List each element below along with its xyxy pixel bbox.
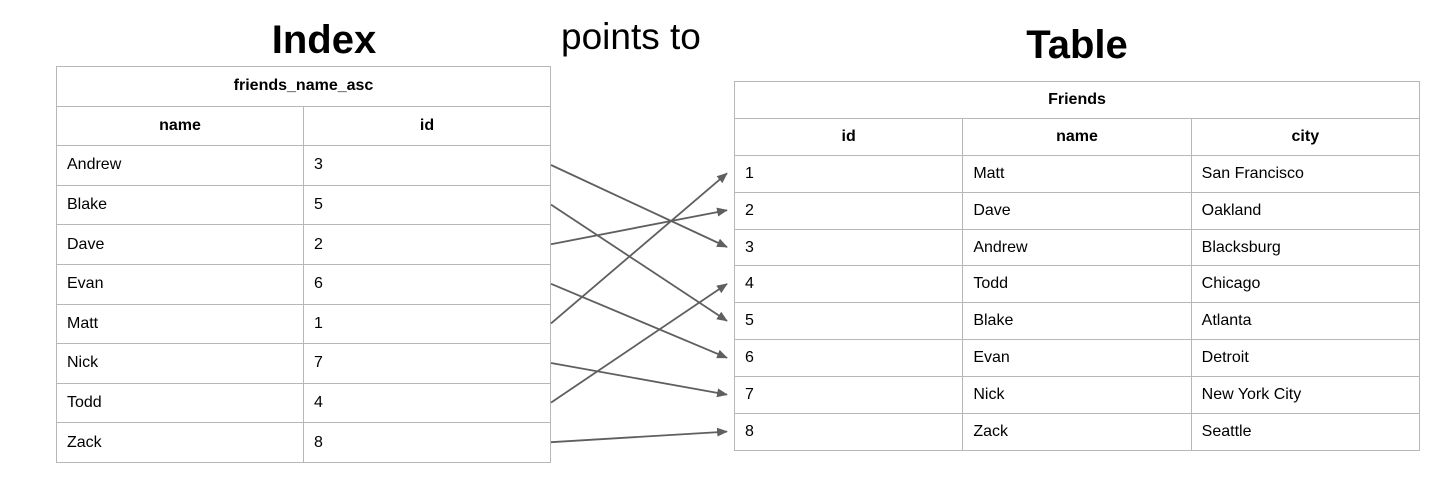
index-cell-id: 4 (303, 382, 551, 424)
index-cell-id: 3 (303, 145, 551, 186)
index-title: Index (271, 18, 377, 62)
friends-cell-city: Seattle (1190, 413, 1421, 451)
index-cell-name: Dave (56, 224, 304, 265)
friends-row: 6 Evan Detroit (733, 339, 1421, 378)
friends-row: 2 Dave Oakland (733, 191, 1421, 230)
friends-row: 8 Zack Seattle (733, 413, 1421, 451)
index-row: Todd 4 (56, 382, 551, 424)
friends-cell-id: 7 (733, 376, 964, 415)
arrow-line (550, 172, 728, 325)
index-cell-id: 8 (303, 422, 551, 463)
friends-cell-name: Matt (962, 154, 1192, 193)
friends-cell-city: New York City (1190, 376, 1421, 415)
index-row: Andrew 3 (56, 145, 551, 186)
friends-table-header-row: id name city (733, 117, 1421, 156)
friends-cell-id: 4 (733, 265, 964, 304)
friends-cell-name: Zack (962, 413, 1192, 451)
index-table-title: friends_name_asc (56, 66, 551, 107)
index-table-title-row: friends_name_asc (56, 66, 551, 107)
friends-row: 5 Blake Atlanta (733, 302, 1421, 341)
friends-table-title: Friends (734, 81, 1420, 119)
index-cell-id: 6 (303, 263, 551, 305)
index-row: Nick 7 (56, 343, 551, 384)
friends-cell-id: 6 (733, 339, 964, 378)
index-cell-name: Andrew (56, 145, 304, 186)
index-cell-name: Nick (56, 343, 304, 384)
index-cell-name: Blake (56, 184, 304, 226)
index-row: Blake 5 (56, 184, 551, 226)
index-col-header-id: id (303, 105, 551, 147)
index-table: friends_name_asc name id Andrew 3 Blake … (56, 66, 551, 463)
friends-cell-city: Oakland (1190, 191, 1421, 230)
friends-cell-name: Evan (962, 339, 1192, 378)
friends-row: 7 Nick New York City (733, 376, 1421, 415)
friends-cell-id: 5 (733, 302, 964, 341)
arrow-line (550, 164, 728, 248)
arrow-line (550, 427, 728, 444)
friends-cell-id: 3 (733, 228, 964, 267)
friends-table-title-row: Friends (734, 81, 1420, 119)
index-table-header-row: name id (56, 105, 551, 147)
index-cell-id: 5 (303, 184, 551, 226)
index-row: Evan 6 (56, 263, 551, 305)
friends-cell-city: Chicago (1190, 265, 1421, 304)
arrow-line (550, 362, 728, 398)
index-cell-name: Matt (56, 303, 304, 345)
friends-cell-id: 2 (733, 191, 964, 230)
arrow-line (550, 207, 728, 246)
friends-col-header-city: city (1190, 117, 1421, 156)
friends-col-header-id: id (733, 117, 964, 156)
arrow-line (550, 203, 728, 322)
friends-cell-name: Dave (962, 191, 1192, 230)
index-col-header-name: name (56, 105, 304, 147)
friends-cell-city: Detroit (1190, 339, 1421, 378)
friends-cell-name: Blake (962, 302, 1192, 341)
arrow-line (550, 283, 728, 404)
friends-cell-city: Blacksburg (1190, 228, 1421, 267)
index-cell-name: Zack (56, 422, 304, 463)
friends-col-header-name: name (962, 117, 1192, 156)
index-cell-id: 1 (303, 303, 551, 345)
friends-cell-id: 8 (733, 413, 964, 451)
friends-cell-city: San Francisco (1190, 154, 1421, 193)
index-row: Dave 2 (56, 224, 551, 265)
index-cell-name: Evan (56, 263, 304, 305)
index-row: Zack 8 (56, 422, 551, 463)
friends-cell-name: Todd (962, 265, 1192, 304)
friends-cell-id: 1 (733, 154, 964, 193)
friends-row: 4 Todd Chicago (733, 265, 1421, 304)
friends-cell-name: Andrew (962, 228, 1192, 267)
friends-table: Friends id name city 1 Matt San Francisc… (733, 81, 1421, 451)
index-cell-name: Todd (56, 382, 304, 424)
friends-row: 3 Andrew Blacksburg (733, 228, 1421, 267)
arrow-line (550, 282, 728, 359)
friends-cell-city: Atlanta (1190, 302, 1421, 341)
index-cell-id: 2 (303, 224, 551, 265)
index-cell-id: 7 (303, 343, 551, 384)
points-to-label: points to (561, 16, 701, 57)
table-title: Table (1026, 23, 1128, 67)
friends-row: 1 Matt San Francisco (733, 154, 1421, 193)
index-row: Matt 1 (56, 303, 551, 345)
friends-cell-name: Nick (962, 376, 1192, 415)
